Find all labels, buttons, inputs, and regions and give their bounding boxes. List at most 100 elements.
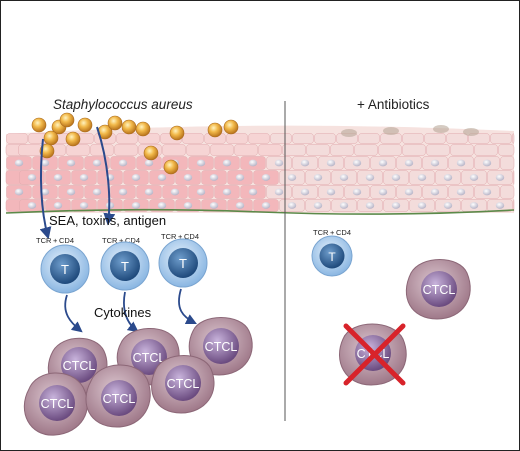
bacterium-remnant: [383, 127, 399, 135]
bacterium: [207, 122, 223, 138]
skin-cell-nucleus: [339, 174, 349, 181]
t-cell-1-cd4-label: CD4: [59, 236, 74, 245]
ctcl-cell-6-label: CTCL: [103, 392, 136, 406]
skin-cell: [402, 133, 424, 144]
skin-cell-nucleus: [456, 159, 466, 167]
skin-cell-nucleus: [326, 188, 336, 196]
skin-cell: [474, 144, 498, 156]
skin-cell: [426, 144, 450, 156]
ctcl-cell-3: CTCL: [188, 317, 253, 376]
t-cell-3-tcr-label: TCR: [161, 232, 177, 241]
bacterium: [65, 131, 81, 147]
skin-cell: [500, 185, 515, 199]
skin-cell-nucleus: [417, 202, 427, 209]
cytokine-arrow-1: [64, 294, 83, 333]
skin-cell-nucleus: [443, 174, 453, 181]
bacterium: [107, 115, 123, 131]
skin-cell-nucleus: [274, 159, 284, 167]
ctcl-cell-4-nucleus: [165, 365, 201, 401]
skin-cell-nucleus: [196, 188, 206, 196]
bacterium: [223, 119, 239, 135]
bacterium: [121, 119, 137, 135]
ctcl-alive-label: CTCL: [423, 283, 456, 297]
skin-cell-nucleus: [235, 202, 245, 209]
skin-cell: [66, 144, 90, 156]
skin-cell-nucleus: [248, 159, 258, 167]
ctcl-cell-1-label: CTCL: [63, 359, 96, 373]
skin-cell-nucleus: [352, 159, 362, 167]
skin-cell-nucleus: [261, 174, 271, 181]
ctcl-cell-5-nucleus: [39, 385, 75, 421]
skin-cell-nucleus: [157, 202, 167, 209]
ctcl-cell-5: CTCL: [23, 372, 88, 436]
bacterium: [31, 117, 47, 133]
skin-cell-nucleus: [482, 159, 492, 167]
bacterium: [169, 125, 185, 141]
t-cell-2-letter: T: [121, 259, 129, 274]
skin-cell-nucleus: [495, 174, 505, 181]
skin-cell: [226, 133, 248, 144]
t-cell-1-nucleus: [50, 254, 80, 284]
skin-cell-nucleus: [287, 174, 297, 181]
skin-cell: [424, 133, 446, 144]
skin-cell-nucleus: [92, 159, 102, 167]
right-t-cell: TCR + CD4 T: [311, 228, 353, 277]
skin-cell-nucleus: [144, 159, 154, 167]
skin-cell: [498, 144, 515, 156]
bacterium: [43, 130, 59, 146]
skin-cell-nucleus: [92, 188, 102, 196]
right-t-cell-cd4-label: CD4: [336, 228, 351, 237]
skin-cell: [314, 133, 336, 144]
ctcl-cell-alive: CTCL: [405, 259, 471, 320]
t-cell-2-tcr-label: TCR: [102, 236, 118, 245]
skin-cell-nucleus: [482, 188, 492, 196]
skin-cell-nucleus: [469, 202, 479, 209]
skin-cell-nucleus: [209, 174, 219, 181]
t-cell-3-cd4-label: CD4: [184, 232, 199, 241]
skin-cell-nucleus: [40, 159, 50, 167]
t-cell-2-nucleus: [110, 251, 140, 281]
bacterium: [135, 121, 151, 137]
skin-cell-nucleus: [417, 174, 427, 181]
t-cell-2-cd4-label: CD4: [125, 236, 140, 245]
skin-cell-nucleus: [456, 188, 466, 196]
skin-cell: [258, 144, 282, 156]
skin-cell-nucleus: [404, 159, 414, 167]
skin-cell: [162, 144, 186, 156]
cytokine-arrow-2: [123, 291, 139, 333]
cytokine-arrow-3: [178, 288, 197, 324]
skin-cell-nucleus: [144, 188, 154, 196]
skin-cell-nucleus: [209, 202, 219, 209]
skin-cell-nucleus: [66, 159, 76, 167]
skin-cell-nucleus: [274, 188, 284, 196]
skin-cell-nucleus: [222, 159, 232, 167]
skin-cell: [490, 133, 512, 144]
skin-cell: [116, 133, 138, 144]
skin-cell: [468, 133, 490, 144]
ctcl-cell-killed: CTCL: [339, 323, 407, 386]
skin-cell-nucleus: [131, 174, 141, 181]
right-t-cell-nucleus: [319, 243, 345, 269]
bacterium-remnant: [463, 128, 479, 136]
ctcl-cell-1-nucleus: [61, 347, 97, 383]
bacterium: [77, 117, 93, 133]
right-t-cell-plus: +: [330, 228, 335, 237]
bacterium: [39, 143, 55, 159]
skin-cell: [292, 133, 314, 144]
t-cell-1-tcr-label: TCR: [36, 236, 52, 245]
skin-cell-nucleus: [248, 188, 258, 196]
skin-cell-nucleus: [27, 174, 37, 181]
skin-cell-nucleus: [430, 188, 440, 196]
ctcl-alive-nucleus: [421, 271, 457, 307]
skin-cell: [500, 156, 515, 170]
ctcl-cell-6-nucleus: [101, 380, 137, 416]
skin-cell: [186, 144, 210, 156]
skin-cell-nucleus: [391, 202, 401, 209]
skin-cell-nucleus: [404, 188, 414, 196]
t-cell-1-letter: T: [61, 262, 69, 277]
skin-cell: [18, 144, 42, 156]
skin-cell-nucleus: [157, 174, 167, 181]
skin-cell-nucleus: [300, 159, 310, 167]
skin-cell-nucleus: [443, 202, 453, 209]
